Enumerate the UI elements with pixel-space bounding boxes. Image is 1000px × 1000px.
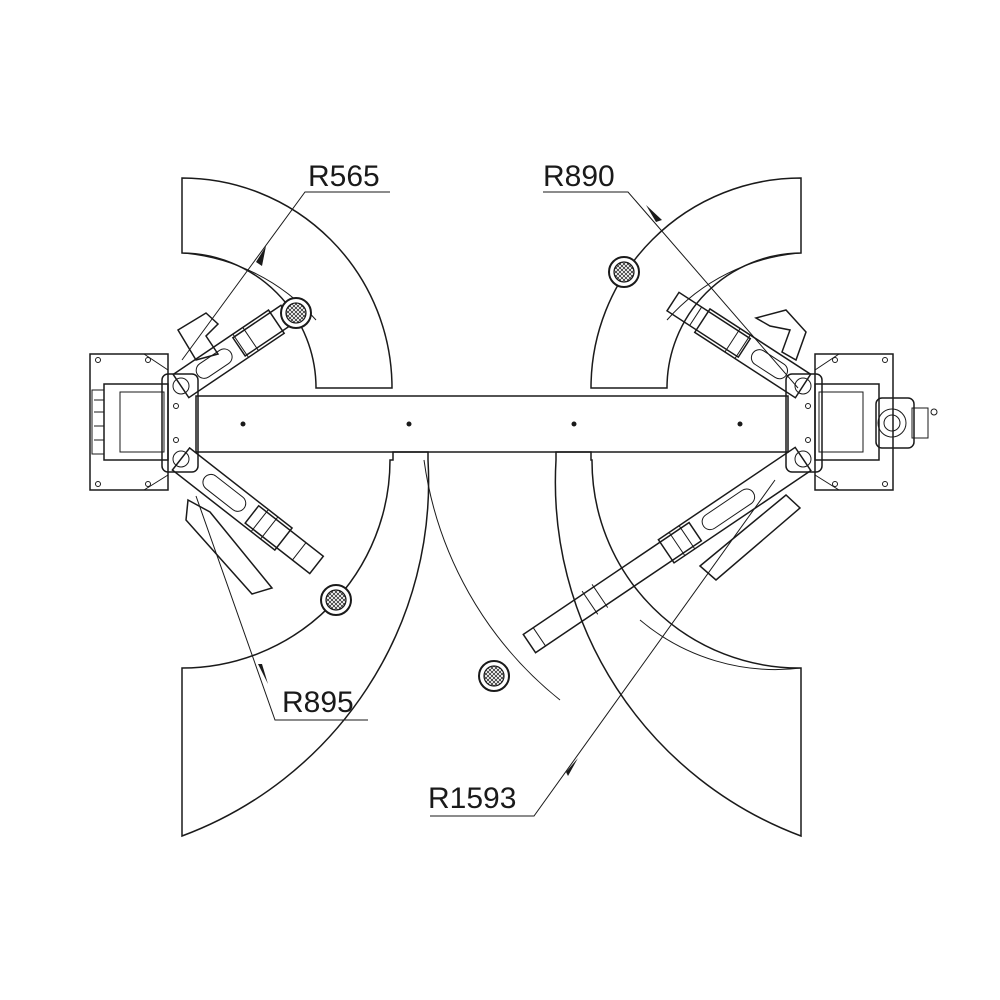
power-unit-motor [875,397,938,449]
dimension-label-r565: R565 [308,160,380,193]
right-base-plate [814,353,894,491]
swing-envelope-top-left [181,177,393,389]
left-carriage [161,373,199,473]
swing-envelope-bottom-left [181,451,430,838]
right-column-post [814,383,880,461]
dimension-r895: R895 [195,495,368,721]
swing-envelope-top-right [590,177,802,389]
left-column-post [91,383,169,461]
lift-arm-top-left [172,297,312,399]
dimension-r565: R565 [181,160,390,361]
swing-envelope-bottom-right [554,451,802,838]
lift-arm-top-right [608,256,812,399]
dimension-r1593: R1593 [428,479,776,817]
dimension-label-r895: R895 [282,686,354,719]
dimension-label-r1593: R1593 [428,782,516,815]
left-base-plate [89,353,169,491]
dimension-label-r890: R890 [543,160,615,193]
lift-arm-bottom-right [478,446,812,692]
right-carriage [785,373,823,473]
lift-arm-bottom-left [171,446,352,616]
dimension-r890: R890 [543,160,799,389]
cross-beam [195,395,789,453]
